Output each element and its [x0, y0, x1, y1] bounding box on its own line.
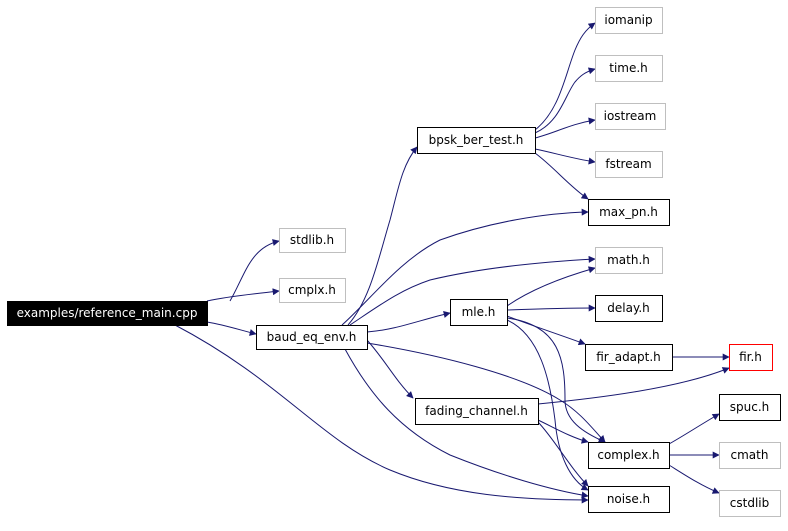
- node-box: [719, 394, 781, 421]
- edge-complex-h-to-cstdlib: [668, 464, 720, 494]
- edge-complex-h-to-spuc: [668, 413, 720, 445]
- node-mle[interactable]: mle.h: [450, 299, 508, 326]
- edge-mle-to-delay: [506, 304, 596, 312]
- node-fir-adapt[interactable]: fir_adapt.h: [585, 344, 673, 371]
- node-label: fading_channel.h: [425, 404, 528, 418]
- node-spuc[interactable]: spuc.h: [719, 394, 781, 421]
- node-box: [415, 398, 539, 425]
- node-label: math.h: [607, 253, 650, 267]
- node-box: [588, 199, 670, 226]
- node-box: [719, 442, 781, 469]
- node-label: cmplx.h: [288, 283, 336, 297]
- node-box: [595, 295, 663, 322]
- edge-baud-to-noise: [344, 348, 589, 499]
- node-label: bpsk_ber_test.h: [429, 133, 524, 147]
- node-box: [450, 299, 508, 326]
- node-box: [417, 127, 536, 154]
- node-noise[interactable]: noise.h: [588, 486, 670, 513]
- edge-baud-to-complex-h: [366, 342, 606, 443]
- node-root[interactable]: examples/reference_main.cpp: [7, 301, 208, 326]
- node-math-h[interactable]: math.h: [595, 247, 663, 274]
- node-label: time.h: [609, 61, 648, 75]
- node-box: [585, 344, 673, 371]
- node-iomanip[interactable]: iomanip: [595, 7, 663, 34]
- edge-baud-to-math-h: [349, 255, 596, 326]
- node-bpsk[interactable]: bpsk_ber_test.h: [417, 127, 536, 154]
- edge-fading-to-complex-h: [537, 419, 589, 444]
- node-complex-h[interactable]: complex.h: [588, 442, 670, 469]
- node-label: stdlib.h: [290, 233, 334, 247]
- node-label: max_pn.h: [599, 205, 658, 219]
- edge-root-to-stdlib-h: [229, 239, 280, 302]
- node-label: complex.h: [597, 448, 659, 462]
- node-label: spuc.h: [730, 400, 770, 414]
- node-box: [595, 151, 663, 178]
- edge-mle-to-math-h: [506, 266, 596, 307]
- node-box: [7, 301, 208, 326]
- node-box: [595, 7, 663, 34]
- node-label: noise.h: [607, 492, 650, 506]
- node-label: cstdlib: [730, 496, 769, 510]
- node-iostream[interactable]: iostream: [595, 103, 666, 130]
- node-time-h[interactable]: time.h: [595, 55, 663, 82]
- node-box: [588, 486, 670, 513]
- edge-mle-to-noise: [506, 319, 589, 491]
- node-label: fir_adapt.h: [596, 350, 661, 364]
- edge-baud-to-mle: [366, 311, 451, 333]
- node-label: mle.h: [462, 305, 496, 319]
- node-box: [256, 325, 368, 350]
- edge-bpsk-to-maxpn: [534, 152, 589, 200]
- node-box: [729, 344, 773, 371]
- node-label: fstream: [605, 157, 651, 171]
- edges-layer: [174, 22, 730, 504]
- node-fstream[interactable]: fstream: [595, 151, 663, 178]
- node-box: [588, 442, 670, 469]
- node-delay[interactable]: delay.h: [595, 295, 663, 322]
- node-label: iomanip: [604, 13, 652, 27]
- node-box: [595, 247, 663, 274]
- node-box: [279, 228, 346, 253]
- node-cstdlib[interactable]: cstdlib: [719, 490, 781, 517]
- edge-bpsk-to-iostream: [534, 117, 596, 139]
- node-maxpn[interactable]: max_pn.h: [588, 199, 670, 226]
- node-fir[interactable]: fir.h: [729, 344, 773, 371]
- node-label: cmath: [731, 448, 769, 462]
- edge-bpsk-to-iomanip: [534, 22, 596, 131]
- edge-root-to-noise: [174, 324, 589, 504]
- node-box: [595, 103, 666, 130]
- node-box: [279, 278, 346, 303]
- edge-root-to-cmplx-h: [206, 288, 280, 302]
- node-label: baud_eq_env.h: [267, 330, 357, 344]
- node-cmplx-h[interactable]: cmplx.h: [279, 278, 346, 303]
- node-label: fir.h: [739, 350, 762, 364]
- node-box: [719, 490, 781, 517]
- node-label: delay.h: [607, 301, 650, 315]
- edge-baud-to-fading: [366, 339, 414, 399]
- edge-fading-to-fir: [537, 367, 730, 405]
- edge-bpsk-to-time-h: [534, 67, 596, 134]
- node-baud[interactable]: baud_eq_env.h: [256, 325, 368, 350]
- edge-mle-to-complex-h: [506, 317, 606, 443]
- node-cmath[interactable]: cmath: [719, 442, 781, 469]
- edge-root-to-baud: [206, 321, 257, 336]
- node-label: examples/reference_main.cpp: [17, 306, 198, 320]
- node-fading[interactable]: fading_channel.h: [415, 398, 539, 425]
- node-label: iostream: [604, 109, 657, 123]
- nodes-layer: examples/reference_main.cpp stdlib.h cmplx…: [7, 7, 781, 517]
- node-box: [595, 55, 663, 82]
- node-stdlib-h[interactable]: stdlib.h: [279, 228, 346, 253]
- edge-bpsk-to-fstream: [534, 148, 596, 165]
- edge-baud-to-maxpn: [341, 208, 589, 326]
- edge-fading-to-noise: [537, 421, 589, 487]
- edge-baud-to-bpsk: [347, 146, 418, 326]
